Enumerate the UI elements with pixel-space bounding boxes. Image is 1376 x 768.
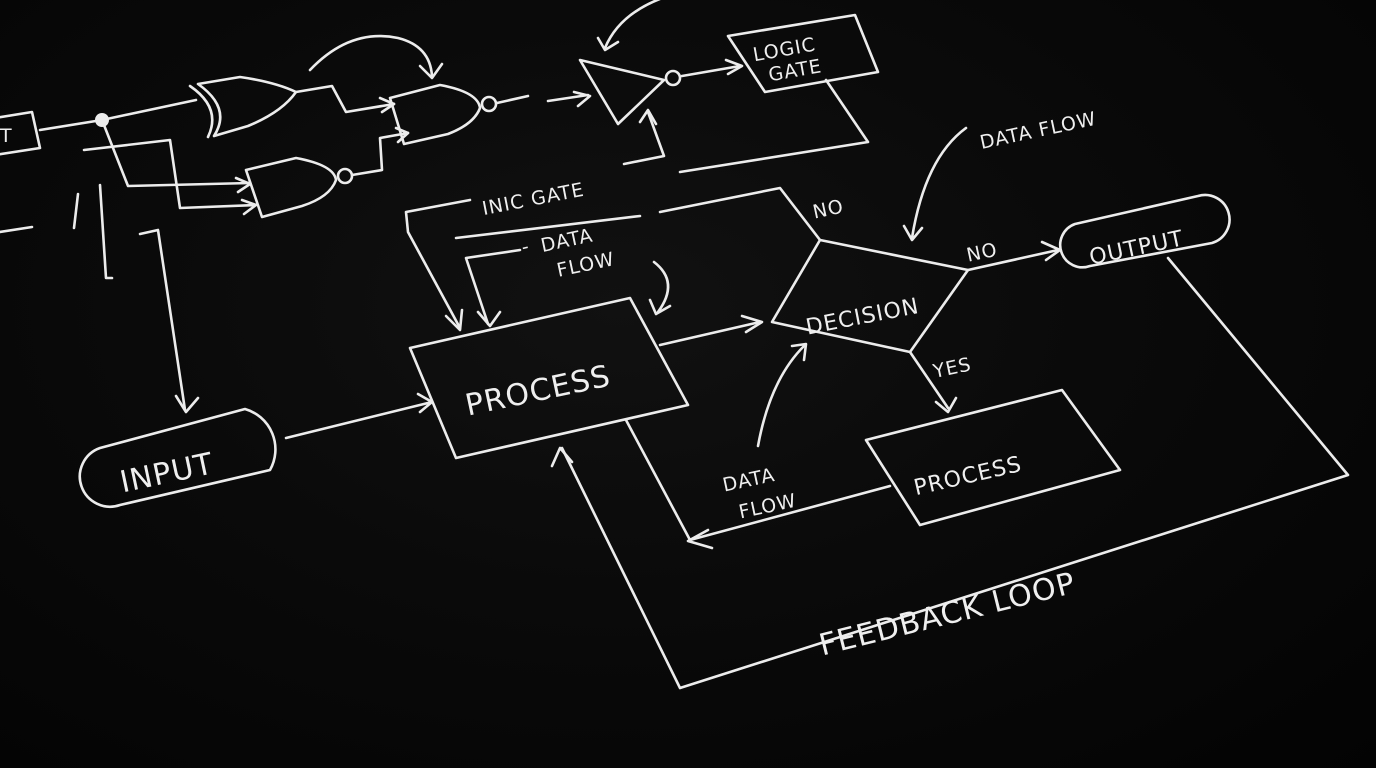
decision-label: DECISION	[804, 294, 922, 340]
wire-lower-nand-to-upper-nand	[350, 131, 410, 177]
arrowhead-data-flow-inner	[476, 310, 502, 328]
output-label: OUTPUT	[1087, 226, 1186, 270]
logic-gate-box	[726, 13, 880, 94]
nand-gate-upper-body	[388, 83, 482, 146]
edge-stub-box	[0, 110, 42, 156]
logic-gate-node: LOGIC GATE	[726, 13, 880, 94]
arrowhead-nand-upper-in2	[394, 126, 410, 144]
feedback-loop-label: FEEDBACK LOOP	[816, 566, 1080, 664]
logic-wires	[0, 64, 870, 412]
connector-decision-to-output	[966, 248, 1060, 272]
connector-feedback-loop	[560, 256, 1350, 690]
process-main-box	[408, 296, 690, 460]
arrowhead-data-flow-right	[902, 224, 924, 242]
connector-process-to-decision	[658, 320, 762, 347]
curve-arrow-data-flow-top	[652, 260, 670, 314]
wire-bracket-left	[72, 183, 114, 280]
xor-gate-back-curve	[188, 84, 214, 139]
wire-inic-gate-to-not	[622, 110, 666, 166]
arrowhead-output-in	[1040, 240, 1062, 262]
data-flow-right-label: DATA FLOW	[978, 108, 1099, 154]
arrowhead-xor-curve	[418, 62, 444, 80]
not-gate-bubble	[664, 69, 682, 87]
edge-stub-label: T	[0, 125, 13, 147]
inic-gate-label: INIC GATE	[480, 179, 586, 220]
process-yes-box	[864, 388, 1122, 527]
decision-diamond	[770, 238, 970, 354]
input-terminal-shape	[78, 407, 277, 508]
arrowhead-input-in	[174, 394, 200, 414]
output-node: OUTPUT	[1058, 193, 1231, 271]
connector-data-flow-loop	[454, 214, 642, 240]
arrowhead-nand-lower-in	[234, 176, 252, 194]
arrowhead-logic-gate-in	[724, 58, 744, 76]
input-node: INPUT	[78, 407, 277, 508]
arrowhead-not-top	[596, 36, 620, 52]
data-flow-top-dash: -	[519, 235, 531, 258]
connector-no-loop-inic	[404, 198, 472, 330]
arrowhead-data-flow-bottom	[790, 342, 808, 362]
arrowhead-nand-upper-in	[378, 96, 396, 114]
connector-data-flow-inner	[464, 248, 522, 326]
data-flow-top-label-line2: FLOW	[555, 248, 617, 282]
no-right-label: NO	[965, 239, 1000, 267]
wire-dash-to-not	[546, 93, 590, 103]
xor-gate	[188, 75, 298, 139]
wire-nand-to-not	[495, 94, 530, 105]
arrowhead-no-loop	[444, 308, 464, 332]
output-terminal-shape	[1058, 193, 1231, 269]
data-flow-top-label-line1: DATA	[539, 224, 595, 257]
connector-input-to-process	[284, 400, 434, 440]
nand-gate-lower-bubble	[336, 167, 354, 185]
yes-label: YES	[930, 353, 973, 383]
arrowheads	[174, 36, 1062, 550]
wire-dash-left	[0, 225, 34, 234]
nand-gate-upper-bubble	[480, 95, 498, 113]
curve-arrow-data-flow-bottom	[756, 344, 806, 448]
arrowhead-decision-in	[740, 314, 764, 334]
arrowhead-not-in	[572, 90, 592, 108]
arrowhead-nand-lower-in2	[240, 198, 258, 216]
decision-node: DECISION	[770, 238, 970, 354]
curve-arrow-over-xor	[308, 34, 434, 78]
input-label: INPUT	[117, 446, 217, 500]
wire-junction-to-lower-nand	[100, 118, 252, 188]
arrowhead-feedback-in	[550, 446, 574, 468]
flow-connectors	[284, 186, 1350, 690]
nand-gate-lower	[244, 156, 354, 219]
data-flow-bottom-label-line1: DATA	[721, 464, 777, 497]
no-top-label: NO	[811, 195, 846, 223]
wire-xor-to-nand	[294, 84, 396, 114]
connector-decision-to-process-yes	[908, 350, 950, 410]
xor-gate-body	[196, 75, 298, 138]
arrowhead-process-yes-in	[934, 396, 958, 414]
curve-arrow-data-flow-right	[910, 126, 968, 240]
arrowhead-process-in	[416, 392, 434, 414]
connector-no-loop-outer	[658, 186, 822, 242]
process-yes-label: PROCESS	[912, 452, 1025, 501]
process-main-label: PROCESS	[462, 359, 614, 424]
process-yes-node: PROCESS	[864, 388, 1122, 527]
wire-stub-to-xor	[38, 98, 198, 132]
not-gate-triangle	[578, 58, 666, 126]
not-gate	[578, 58, 682, 126]
wire-logic-gate-loop	[678, 78, 870, 174]
edge-stub-node: T	[0, 110, 42, 156]
wire-not-to-logic-gate	[680, 64, 742, 78]
curve-arrow-to-not-top	[603, 0, 661, 50]
arrowhead-not-bottom	[638, 108, 658, 126]
wire-to-input	[138, 228, 187, 412]
arrowhead-back-to-main	[686, 528, 714, 550]
nand-gate-upper	[388, 83, 498, 146]
arrowhead-data-flow-top	[648, 298, 672, 316]
wire-bus-to-lower-nand	[82, 138, 258, 210]
nand-gate-lower-body	[244, 156, 338, 219]
